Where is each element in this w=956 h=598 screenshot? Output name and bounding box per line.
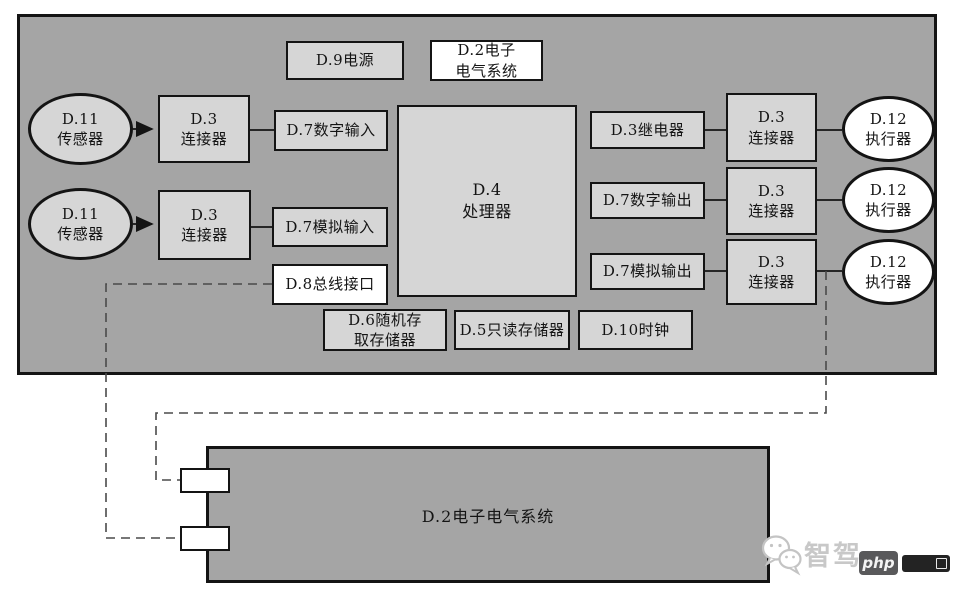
watermark: 智驾 php (760, 530, 956, 582)
node-actuator-1: D.12 执行器 (842, 96, 935, 162)
node-sensor-top: D.11 传感器 (28, 93, 133, 165)
node-actuator-2: D.12 执行器 (842, 167, 935, 233)
node-processor: D.4 处理器 (397, 105, 577, 297)
node-connector-right-3: D.3 连接器 (726, 239, 817, 305)
php-logo: php (859, 551, 898, 575)
node-analog-input: D.7模拟输入 (272, 207, 388, 247)
dashed-actuator-bus-to-bottom (155, 271, 827, 481)
watermark-brand-text: 智驾 (804, 541, 862, 572)
node-bus-interface: D.8总线接口 (272, 264, 388, 305)
node-connector-left-top: D.3 连接器 (158, 95, 250, 163)
node-actuator-3: D.12 执行器 (842, 239, 935, 305)
node-clock: D.10时钟 (578, 310, 693, 350)
node-connector-left-bottom: D.3 连接器 (158, 190, 251, 260)
bottom-system-port-1 (180, 468, 230, 493)
node-digital-input: D.7数字输入 (274, 110, 388, 151)
wechat-icon (761, 535, 802, 576)
node-ram: D.6随机存 取存储器 (323, 309, 447, 351)
watermark-dark-badge (902, 555, 950, 572)
node-connector-right-2: D.3 连接器 (726, 167, 817, 235)
node-ee-system-label: D.2电子 电气系统 (430, 40, 543, 81)
bottom-system-port-2 (180, 526, 230, 551)
node-power: D.9电源 (286, 41, 404, 80)
node-digital-output: D.7数字输出 (590, 182, 705, 219)
badge-icon (936, 558, 947, 569)
node-connector-right-1: D.3 连接器 (726, 93, 817, 162)
node-sensor-bottom: D.11 传感器 (28, 188, 133, 260)
node-analog-output: D.7模拟输出 (590, 253, 705, 290)
node-rom: D.5只读存储器 (454, 310, 570, 350)
node-relay: D.3继电器 (590, 111, 705, 149)
node-bottom-system: D.2电子电气系统 (206, 446, 770, 583)
dashed-bus-interface-to-bottom (105, 283, 272, 539)
